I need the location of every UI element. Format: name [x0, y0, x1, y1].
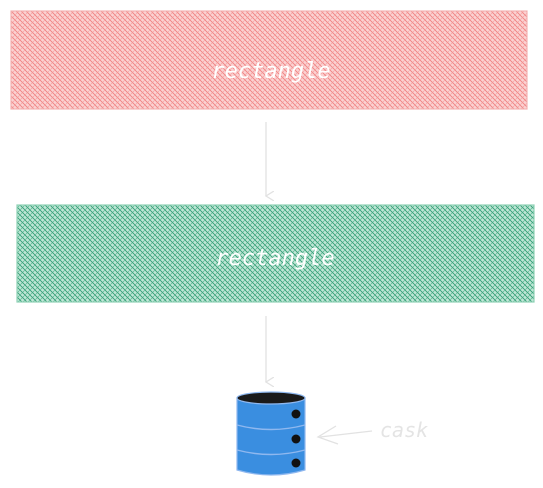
- database-icon[interactable]: [236, 391, 306, 476]
- database-indicator-2: [291, 434, 301, 444]
- arrow-3-head: [316, 425, 339, 445]
- node-rectangle-2[interactable]: rectangle: [16, 204, 535, 303]
- node-rectangle-1[interactable]: rectangle: [10, 10, 528, 110]
- database-top: [236, 391, 306, 405]
- arrow-3-line: [319, 430, 373, 438]
- database-body: [236, 397, 306, 476]
- database-band-1: [236, 424, 306, 431]
- rectangle-1-shape: [10, 10, 528, 110]
- database-band-2: [236, 449, 306, 456]
- database-indicator-1: [291, 409, 301, 419]
- arrow-cask-to-database: [316, 425, 373, 445]
- cask-label: cask: [380, 418, 428, 442]
- rectangle-1-label: rectangle: [211, 59, 330, 84]
- rectangle-2-shape: [16, 204, 535, 303]
- database-indicator-3: [291, 458, 301, 468]
- rectangle-2-label: rectangle: [215, 246, 334, 271]
